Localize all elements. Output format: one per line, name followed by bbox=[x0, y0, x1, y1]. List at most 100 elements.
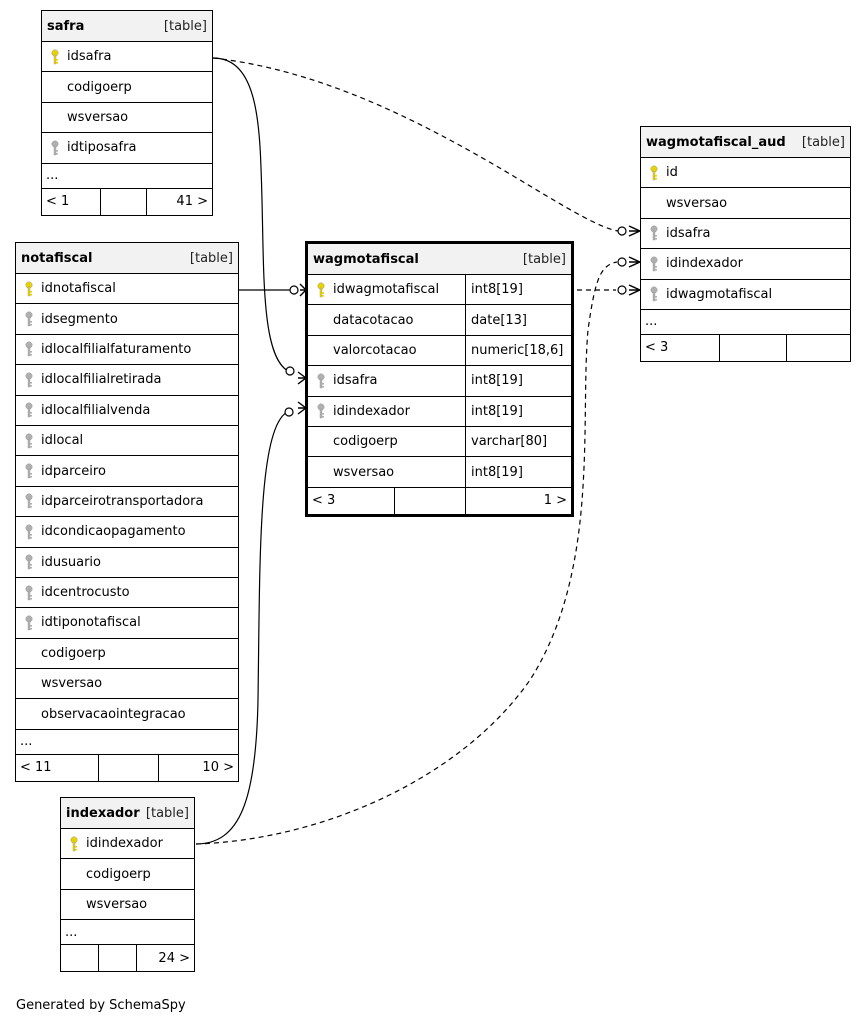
column-cell: idcentrocusto bbox=[16, 578, 238, 607]
column-name: observacaointegracao bbox=[41, 706, 186, 722]
column-cell: idtiponotafiscal bbox=[16, 608, 238, 637]
column-cell: idindexador bbox=[641, 249, 850, 278]
footer-mid bbox=[100, 188, 146, 215]
column-row[interactable]: idlocalfilialvenda bbox=[16, 396, 238, 426]
column-row[interactable]: idcondicaopagamento bbox=[16, 517, 238, 548]
edge-end-crow bbox=[628, 284, 641, 296]
column-row[interactable]: idlocal bbox=[16, 426, 238, 457]
table-tag: [table] bbox=[163, 18, 207, 34]
foreign-key-icon bbox=[21, 372, 37, 388]
table-name: wagmotafiscal_aud bbox=[646, 134, 786, 150]
column-row[interactable]: idlocalfilialretirada bbox=[16, 365, 238, 396]
column-row[interactable]: wsversao bbox=[42, 103, 212, 134]
column-row[interactable]: datacotacao date[13] bbox=[308, 305, 571, 336]
column-row[interactable]: idsegmento bbox=[16, 304, 238, 335]
foreign-key-icon bbox=[21, 311, 37, 327]
column-cell: codigoerp bbox=[308, 427, 465, 456]
column-row[interactable]: idcentrocusto bbox=[16, 578, 238, 609]
column-row[interactable]: idtiposafra bbox=[42, 133, 212, 164]
column-name: idnotafiscal bbox=[41, 281, 116, 297]
column-row[interactable]: idsafra bbox=[641, 219, 850, 250]
column-row[interactable]: idtiponotafiscal bbox=[16, 608, 238, 639]
column-row[interactable]: idparceirotransportadora bbox=[16, 487, 238, 518]
column-cell: idsafra bbox=[42, 42, 212, 71]
column-row[interactable]: observacaointegracao bbox=[16, 699, 238, 730]
column-name: codigoerp bbox=[67, 79, 132, 95]
edge-end-optional bbox=[617, 226, 627, 236]
table-header: wagmotafiscal [table] bbox=[308, 244, 571, 275]
column-cell: idparceiro bbox=[16, 456, 238, 485]
column-row[interactable]: wsversao bbox=[61, 890, 194, 921]
footer-mid bbox=[98, 945, 136, 972]
footer-children: 1 > bbox=[465, 487, 571, 514]
primary-key-icon bbox=[313, 282, 329, 298]
column-name: idsafra bbox=[666, 225, 711, 241]
column-cell: codigoerp bbox=[61, 859, 194, 888]
table-tag: [table] bbox=[801, 134, 845, 150]
edge-end-crow bbox=[297, 371, 307, 385]
table-header: indexador [table] bbox=[61, 798, 194, 829]
foreign-key-icon bbox=[21, 585, 37, 601]
column-row[interactable]: id bbox=[641, 158, 850, 189]
table-footer: < 3 bbox=[641, 334, 850, 361]
edge-end-optional bbox=[617, 285, 627, 295]
column-row[interactable]: idwagmotafiscal bbox=[641, 280, 850, 310]
column-name: idlocalfilialretirada bbox=[41, 372, 162, 388]
edge-indexador-wagmotafiscal bbox=[195, 411, 288, 845]
column-cell: idtiposafra bbox=[42, 133, 212, 162]
column-row[interactable]: idparceiro bbox=[16, 456, 238, 487]
column-cell: idsegmento bbox=[16, 304, 238, 333]
table-safra[interactable]: safra [table] idsafra codigoerp wsversao id… bbox=[41, 10, 213, 216]
column-row[interactable]: codigoerp bbox=[16, 639, 238, 670]
column-name: idsafra bbox=[67, 49, 112, 65]
footer-parents: < 1 bbox=[46, 194, 70, 210]
table-header: safra [table] bbox=[42, 11, 212, 42]
column-cell: idsafra bbox=[641, 219, 850, 248]
primary-key-icon bbox=[21, 281, 37, 297]
column-row[interactable]: wsversao bbox=[641, 188, 850, 219]
column-name: idwagmotafiscal bbox=[666, 286, 773, 302]
column-type: int8[19] bbox=[465, 396, 571, 426]
column-row[interactable]: idindexador bbox=[641, 249, 850, 280]
column-name: idindexador bbox=[666, 256, 743, 272]
table-name: safra bbox=[47, 18, 85, 34]
column-row[interactable]: idnotafiscal bbox=[16, 274, 238, 305]
edge-end-crow bbox=[297, 401, 307, 415]
column-row[interactable]: codigoerp bbox=[42, 72, 212, 103]
column-name: idcondicaopagamento bbox=[41, 524, 186, 540]
column-name: idlocal bbox=[41, 433, 84, 449]
primary-key-icon bbox=[646, 165, 662, 181]
table-tag: [table] bbox=[145, 805, 189, 821]
foreign-key-icon bbox=[21, 493, 37, 509]
primary-key-icon bbox=[47, 49, 63, 65]
column-name: idlocalfilialvenda bbox=[41, 402, 151, 418]
footer-parents: < 3 bbox=[312, 493, 336, 509]
column-row[interactable]: wsversao bbox=[16, 669, 238, 700]
column-type: date[13] bbox=[465, 305, 571, 335]
foreign-key-icon bbox=[21, 341, 37, 357]
more-columns: ... bbox=[16, 730, 238, 755]
column-name: idtiposafra bbox=[67, 140, 137, 156]
column-row[interactable]: idusuario bbox=[16, 548, 238, 578]
column-row[interactable]: idsafra bbox=[42, 42, 212, 73]
column-type: varchar[80] bbox=[465, 426, 571, 457]
column-cell: idlocalfilialfaturamento bbox=[16, 335, 238, 364]
column-type: int8[19] bbox=[465, 457, 571, 487]
foreign-key-icon bbox=[646, 256, 662, 272]
column-row[interactable]: idlocalfilialfaturamento bbox=[16, 335, 238, 366]
column-row[interactable]: idindexador bbox=[61, 829, 194, 860]
column-name: datacotacao bbox=[333, 312, 414, 328]
generated-by-note: Generated by SchemaSpy bbox=[16, 998, 186, 1013]
footer-children bbox=[786, 334, 850, 361]
column-row[interactable]: codigoerp bbox=[61, 859, 194, 890]
